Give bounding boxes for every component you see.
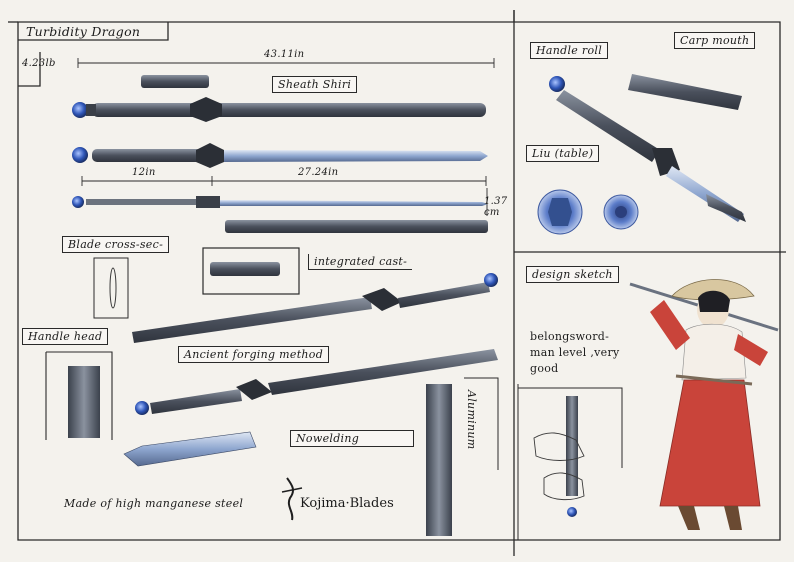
- blade-tip-detail: [123, 431, 257, 467]
- sheathed-sword-diagonal: [132, 273, 498, 343]
- liu-guards: [537, 189, 639, 235]
- swordsman-illustration: [629, 279, 779, 530]
- forging-method-label: Ancient forging method: [178, 346, 330, 363]
- blade-length-value: 27.24in: [298, 167, 339, 178]
- sheath-with-sword: [72, 97, 486, 122]
- sheath-diagonal-lower: [135, 349, 498, 415]
- sword-title: Turbidity Dragon: [26, 24, 141, 39]
- drawn-sword: [72, 143, 488, 168]
- hand-grip-sketch: [533, 396, 585, 517]
- weight-value: 4.23lb: [22, 58, 56, 69]
- brand-logo: [281, 477, 303, 521]
- integrated-cast-label: integrated cast-: [308, 254, 413, 270]
- total-length-value: 43.11in: [264, 49, 305, 60]
- note-line-1: belongsword-: [530, 330, 610, 343]
- sketch-panels: [517, 384, 623, 540]
- blade-cross-section-label: Blade cross-sec-: [62, 236, 170, 253]
- sheet-frame: [8, 10, 786, 556]
- aluminum-label: Aluminum: [465, 390, 478, 450]
- liu-label: Liu (table): [526, 145, 600, 162]
- dimension-lines: [77, 58, 495, 216]
- design-sketch-label: design sketch: [526, 266, 619, 283]
- brand-name: Kojima·Blades: [300, 496, 394, 511]
- sword-skeleton: [72, 196, 488, 208]
- handle-head-label: Handle head: [22, 328, 109, 345]
- handle-head-detail: [45, 351, 113, 440]
- no-welding-label: Nowelding: [290, 430, 414, 447]
- carp-mouth-detail: [628, 74, 746, 222]
- sheath-label: Sheath Shiri: [272, 76, 358, 93]
- note-line-3: good: [530, 362, 559, 375]
- note-line-2: man level ,very: [530, 346, 620, 359]
- carp-mouth-label: Carp mouth: [674, 32, 756, 49]
- handle-roll-label: Handle roll: [530, 42, 609, 59]
- blade-cross-section: [93, 257, 129, 319]
- handle-length-value: 12in: [132, 167, 156, 178]
- integrated-cast-detail: [202, 247, 300, 295]
- material-steel-label: Made of high manganese steel: [64, 497, 244, 510]
- blade-width-value: 1.37 cm: [484, 196, 508, 218]
- aluminum-rod: [426, 377, 499, 536]
- sheath-pieces: [141, 75, 488, 233]
